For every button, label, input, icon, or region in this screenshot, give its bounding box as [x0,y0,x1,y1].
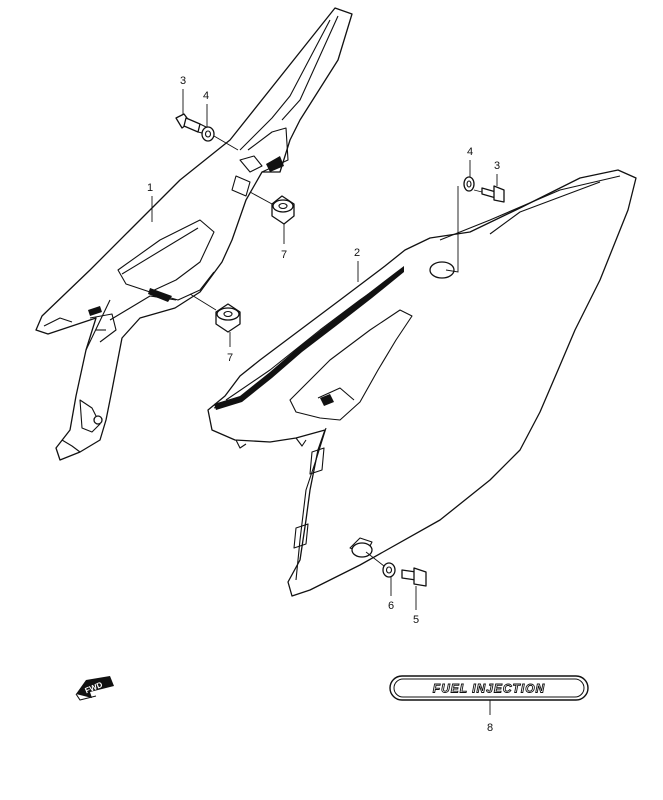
frame-cover-part [35,7,353,461]
callout-frame-cover: 1 [147,182,153,222]
callout-cushion-upper: 7 [281,224,287,261]
callout-washer-upper: 4 [203,90,209,127]
svg-text:3: 3 [180,75,186,87]
svg-text:3: 3 [494,160,500,172]
bolt-upper-part [175,113,209,135]
washer-right-part [463,176,475,192]
cushion-lower-part [215,303,241,333]
fwd-arrow-icon: FWD [75,676,114,701]
callout-bolt-right: 3 [494,160,500,186]
callout-washer-lower: 6 [388,577,394,612]
svg-text:7: 7 [281,249,287,261]
callout-bolt-upper: 3 [180,75,186,114]
side-cover-part [207,169,637,597]
svg-text:8: 8 [487,722,493,734]
washer-upper-part [201,126,215,142]
svg-text:1: 1 [147,182,153,194]
svg-text:5: 5 [413,614,419,626]
callout-emblem: 8 [487,700,493,734]
svg-text:6: 6 [388,600,394,612]
svg-text:2: 2 [354,247,360,259]
fuel-injection-emblem: FUEL INJECTION [389,675,589,701]
cushion-upper-part [271,195,295,225]
callout-side-cover: 2 [354,247,360,282]
svg-text:FUEL INJECTION: FUEL INJECTION [433,682,545,696]
svg-text:4: 4 [203,90,209,102]
washer-lower-part [382,562,396,578]
callout-cushion-lower: 7 [227,332,233,364]
bolt-lower-part [401,567,427,587]
bolt-right-part [481,185,505,203]
svg-text:4: 4 [467,146,473,158]
callout-washer-right: 4 [467,146,473,177]
callout-bolt-lower: 5 [413,586,419,626]
svg-text:7: 7 [227,352,233,364]
